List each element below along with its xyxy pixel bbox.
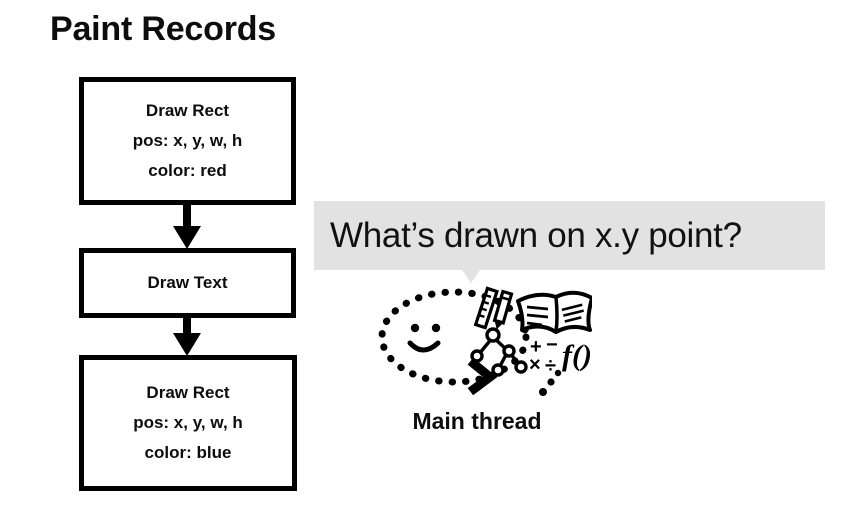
speech-bubble-tail <box>462 270 480 283</box>
smiley-face-icon <box>407 323 441 353</box>
record-line-title: Draw Rect <box>146 383 230 402</box>
speech-bubble: What’s drawn on x.y point? <box>314 201 825 270</box>
record-line-title: Draw Rect <box>145 101 230 120</box>
arrow-down-icon <box>172 318 202 356</box>
svg-text:÷: ÷ <box>545 355 556 377</box>
page-title: Paint Records <box>50 10 277 48</box>
paint-record-box-draw-text: Draw Text <box>79 248 296 318</box>
function-notation-icon: f() <box>562 339 592 372</box>
svg-text:−: − <box>546 334 558 356</box>
arrow-down-icon <box>172 205 202 249</box>
record-line-title: Draw Text <box>147 273 228 292</box>
arrow-stem <box>183 318 191 334</box>
svg-text:+: + <box>530 336 542 358</box>
record-line-pos: pos: x, y, w, h <box>133 413 243 432</box>
paint-record-box-draw-rect-blue: Draw Rect pos: x, y, w, h color: blue <box>79 355 297 491</box>
open-book-icon <box>516 290 594 334</box>
main-thread-label: Main thread <box>412 408 542 434</box>
record-line-color: color: red <box>148 161 227 180</box>
arrow-stem <box>183 205 191 227</box>
thinking-loop-illustration: + − × ÷ f() <box>362 285 594 400</box>
record-line-color: color: blue <box>144 443 232 462</box>
ruler-icon <box>473 286 499 330</box>
record-line-pos: pos: x, y, w, h <box>132 131 243 150</box>
svg-text:×: × <box>529 354 541 376</box>
chevron-arrow-icon <box>467 357 498 396</box>
arrow-head <box>173 226 201 249</box>
svg-text:f(): f() <box>562 339 592 372</box>
dotted-oval-icon <box>378 288 530 386</box>
tree-graph-icon <box>470 327 528 377</box>
pencil-icon <box>492 289 514 330</box>
math-symbols-icon: + − × ÷ <box>529 334 558 377</box>
trailing-dots-icon <box>539 369 562 396</box>
paint-record-box-draw-rect-red: Draw Rect pos: x, y, w, h color: red <box>79 77 296 205</box>
arrow-head <box>173 333 201 356</box>
speech-bubble-text: What’s drawn on x.y point? <box>330 215 742 255</box>
